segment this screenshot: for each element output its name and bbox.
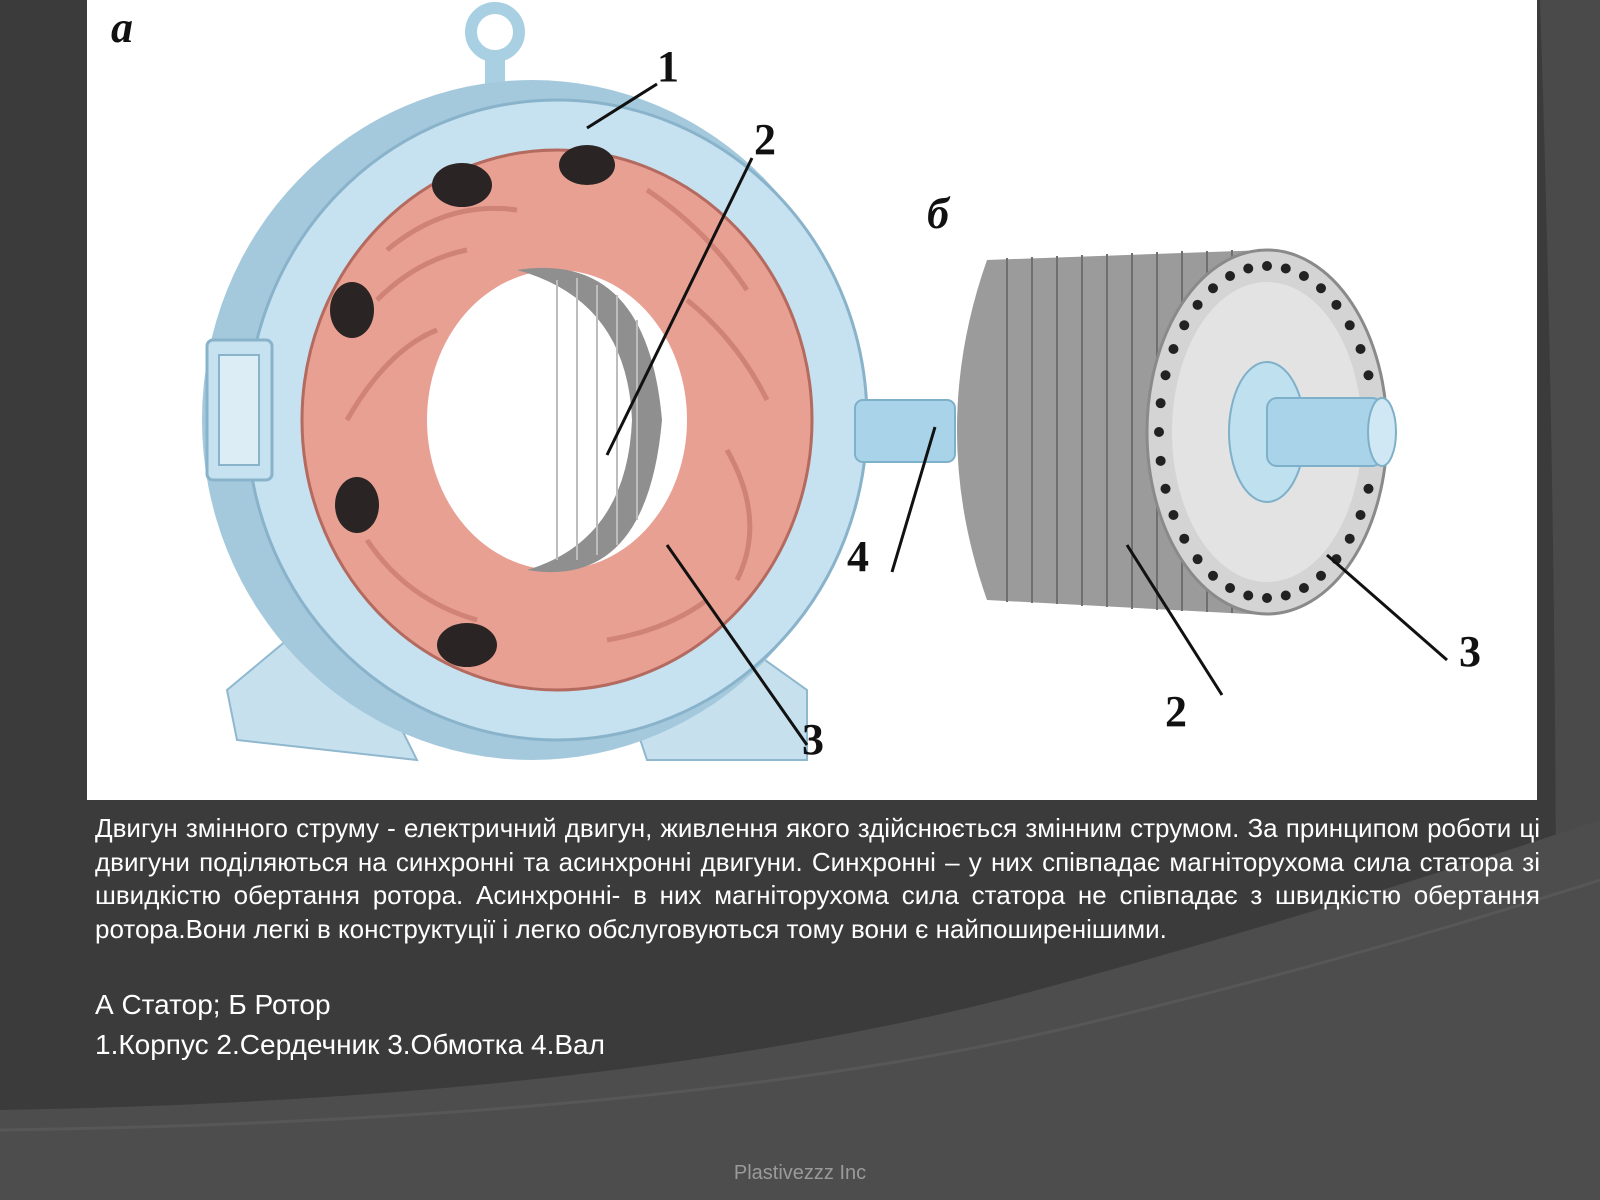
footer-company: Plastivezzz Inc	[733, 1162, 867, 1184]
rotor-bar-dot	[1155, 455, 1166, 466]
stator-callout-1: 1	[657, 42, 679, 91]
rotor-bar-dot	[1363, 370, 1374, 381]
rotor-drawing	[854, 248, 1448, 696]
stator-callout-3: 3	[802, 715, 824, 764]
rotor-bar-dot	[1225, 271, 1236, 282]
rotor-bar-dot	[1192, 299, 1203, 310]
rotor-bar-dot	[1262, 261, 1272, 271]
rotor-bar-dot	[1168, 510, 1179, 520]
rotor-bar-dot	[1262, 593, 1272, 603]
rotor-bar-dot	[1168, 344, 1179, 354]
rotor-bar-dot	[1160, 370, 1171, 381]
rotor-bar-dot	[1331, 299, 1342, 310]
stator-drawing	[202, 2, 869, 762]
rotor-bar-dot	[1160, 483, 1171, 494]
rotor-label: б	[927, 189, 949, 238]
rotor-bar-dot	[1316, 570, 1326, 581]
rotor-bar-dot	[1298, 271, 1309, 282]
rotor-bar-dot	[1280, 590, 1291, 601]
motor-illustration: а б 1 2 3 4 2 3	[87, 0, 1537, 800]
legend-parts: 1.Корпус 2.Сердечник 3.Обмотка 4.Вал	[95, 1029, 605, 1060]
stator-callout-2: 2	[754, 115, 776, 164]
rotor-callout-4: 4	[847, 532, 869, 581]
rotor-bar-dot	[1355, 344, 1366, 354]
rotor-bar-dot	[1155, 398, 1166, 409]
rotor-bar-dot	[1344, 533, 1355, 544]
rotor-bar-dot	[1179, 320, 1190, 331]
rotor-bar-dot	[1243, 590, 1254, 601]
motor-drawing	[202, 2, 1448, 762]
rotor-bar-dot	[1355, 510, 1366, 520]
legend-stator-rotor: А Статор; Б Ротор	[95, 989, 331, 1020]
rotor-bar-dot	[1280, 263, 1291, 274]
rotor-bar-dot	[1344, 320, 1355, 331]
rotor-bar-dot	[1298, 582, 1309, 593]
rotor-bar-dot	[1225, 582, 1236, 593]
rotor-callout-3: 3	[1459, 627, 1481, 676]
rotor-bar-dot	[1154, 427, 1164, 437]
rotor-bar-dot	[1316, 283, 1326, 294]
rotor-bar-dot	[1179, 533, 1190, 544]
rotor-bar-dot	[1192, 554, 1203, 565]
rotor-bar-dot	[1208, 283, 1218, 294]
stator-label: а	[111, 3, 133, 52]
rotor-bar-dot	[1208, 570, 1218, 581]
rotor-bar-dot	[1363, 483, 1374, 494]
rotor-callout-2: 2	[1165, 687, 1187, 736]
description-text: Двигун змінного струму - електричний дви…	[95, 813, 1540, 944]
rotor-bar-dot	[1243, 263, 1254, 274]
